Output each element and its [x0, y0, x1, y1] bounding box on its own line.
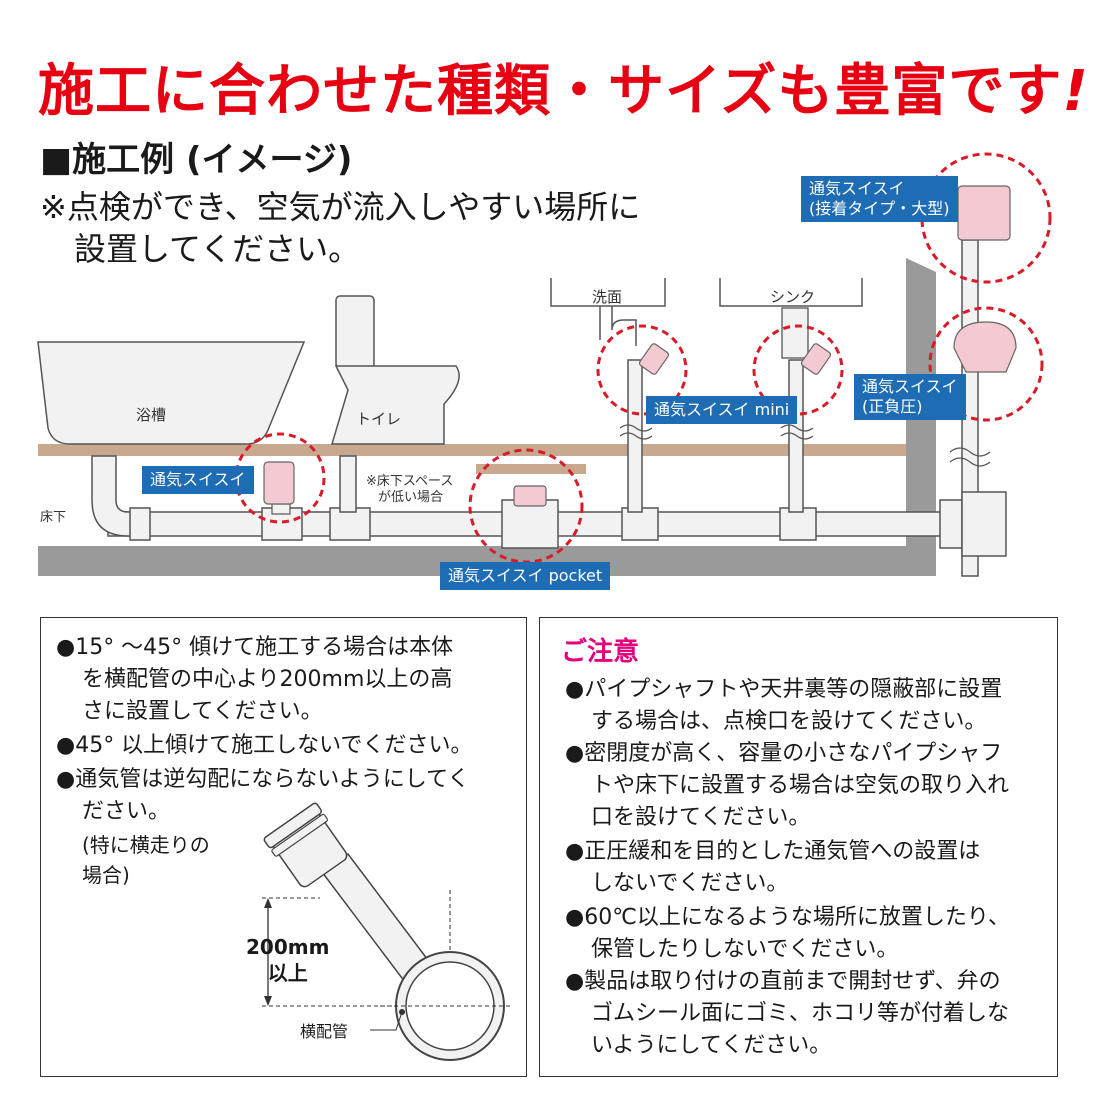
- caution-item-line: ●パイプシャフトや天井裏等の隠蔽部に設置: [565, 677, 1003, 702]
- angle-sub-note: (特に横走りの 場合): [82, 830, 210, 890]
- pipe-label-leader: [370, 1011, 403, 1031]
- dimension-arrow-top: [264, 898, 272, 908]
- label-sink: シンク: [770, 288, 816, 306]
- product-mini-sink: [800, 343, 832, 375]
- sink-cabinet: [719, 278, 863, 307]
- angle-bullet-3: ●通気管は逆勾配にならないようにしてく ださい。: [56, 764, 469, 828]
- caution-item: ●パイプシャフトや天井裏等の隠蔽部に設置 する場合は、点検口を設けてください。: [565, 674, 1002, 738]
- highlight-circle-mini-sink: [752, 324, 844, 416]
- angle-bullet-2: ●45° 以上傾けて施工しないでください。: [56, 730, 473, 762]
- angle-bullet-1-line: さに設置してください。: [82, 699, 323, 724]
- dimension-arrow-bottom: [264, 996, 272, 1006]
- pipe-joint: [129, 507, 151, 541]
- tag-mini: 通気スイスイ mini: [646, 396, 798, 424]
- caution-item: ●正圧緩和を目的とした通気管への設置は しないでください。: [565, 836, 980, 900]
- caution-item-line: 口を設けてください。: [591, 805, 811, 830]
- pipe-joint: [329, 507, 371, 541]
- horizontal-pipe-label: 横配管: [300, 1022, 349, 1041]
- caution-item: ●60℃以上になるような場所に放置したり、 保管したりしないでください。: [565, 902, 1010, 966]
- angle-sub-note-line: 場合): [82, 863, 130, 887]
- angled-pipe-illustration: [262, 802, 510, 1061]
- angle-bullet-1: ●15° ～45° 傾けて施工する場合は本体 を横配管の中心より200mm以上の…: [56, 632, 453, 728]
- tag-positive-line2: (正負圧): [862, 397, 923, 416]
- floor-slab: [38, 444, 906, 456]
- note-line-2: 設置してください。: [74, 230, 361, 268]
- angle-sub-note-line: (特に横走りの: [82, 833, 210, 857]
- caution-item: ●製品は取り付けの直前まで開封せず、弁の ゴムシール面にゴミ、ホコリ等が付着しな…: [565, 966, 1009, 1062]
- product-mini-washbasin: [638, 343, 670, 375]
- pipe-joint: [779, 507, 817, 541]
- headline-exclamation: !: [1062, 59, 1089, 124]
- pipe-break-mark: [949, 447, 991, 467]
- tag-large-line2: (接着タイプ・大型): [809, 199, 950, 218]
- pipe-label-dot: [399, 1009, 405, 1015]
- highlight-circle-large: [920, 152, 1052, 284]
- angle-bullet-1-line: を横配管の中心より200mm以上の高: [82, 667, 453, 692]
- caution-item-line: ●正圧緩和を目的とした通気管への設置は: [565, 839, 981, 864]
- bath-vent-riser: [271, 503, 291, 515]
- washbasin-trap: [599, 306, 637, 346]
- angle-bullet-1-line: ●15° ～45° 傾けて施工する場合は本体: [56, 635, 454, 660]
- highlight-circle-mini-washbasin: [596, 324, 688, 416]
- highlight-circle-positive-negative: [928, 306, 1044, 422]
- tag-large-line1: 通気スイスイ: [809, 179, 905, 198]
- pipe-break-mark: [780, 424, 814, 440]
- label-low-space-2: が低い場合: [378, 490, 444, 505]
- caution-item-line: ●製品は取り付けの直前まで開封せず、弁の: [565, 969, 1001, 994]
- caution-item-line: ゴムシール面にゴミ、ホコリ等が付着しな: [591, 1001, 1010, 1026]
- note-line-1: ※点検ができ、空気が流入しやすい場所に: [40, 188, 641, 226]
- stack-fitting: [961, 491, 1007, 557]
- label-toilet: トイレ: [356, 410, 402, 428]
- headline-text: 施工に合わせた種類・サイズも豊富です: [38, 59, 1063, 124]
- product-positive-negative: [953, 321, 1017, 373]
- label-underfloor: 床下: [40, 510, 67, 525]
- label-washbasin: 洗面: [592, 288, 623, 306]
- caution-item-line: ●密閉度が高く、容量の小さなパイプシャフ: [565, 741, 1003, 766]
- tag-large: 通気スイスイ (接着タイプ・大型): [801, 176, 958, 222]
- angled-product: [263, 802, 348, 888]
- product-pocket: [513, 485, 547, 507]
- dimension-suffix: 以上: [267, 961, 308, 985]
- product-large: [957, 185, 1011, 241]
- pipe-joint: [621, 507, 659, 541]
- product-standard: [263, 461, 295, 505]
- toilet-bowl: [330, 365, 460, 445]
- tag-positive-negative: 通気スイスイ (正負圧): [854, 374, 966, 420]
- label-low-space-1: ※床下スペース: [366, 474, 454, 489]
- caution-item-line: する場合は、点検口を設けてください。: [591, 709, 987, 734]
- sink-drain: [781, 307, 809, 359]
- caution-item: ●密閉度が高く、容量の小さなパイプシャフ トや床下に設置する場合は空気の取り入れ…: [565, 738, 1009, 834]
- caution-item-line: ●60℃以上になるような場所に放置したり、: [565, 905, 1011, 930]
- tag-standard: 通気スイスイ: [142, 466, 254, 494]
- tag-pocket: 通気スイスイ pocket: [440, 562, 611, 590]
- pipe-joint: [939, 499, 965, 549]
- tag-positive-line1: 通気スイスイ: [862, 377, 958, 396]
- label-bathtub: 浴槽: [136, 406, 167, 424]
- caution-item-line: しないでください。: [591, 871, 789, 896]
- washbasin-cabinet: [550, 278, 666, 307]
- pocket-tee: [501, 499, 559, 549]
- low-floor-slab: [476, 464, 586, 474]
- caution-box: [539, 617, 1058, 1077]
- caution-item-line: トや床下に設置する場合は空気の取り入れ: [591, 773, 1010, 798]
- angle-bullet-3-line: ●通気管は逆勾配にならないようにしてく: [56, 767, 470, 792]
- section-title: ■施工例 (イメージ): [40, 140, 353, 180]
- pipe-break-mark: [619, 424, 653, 440]
- caution-item-line: 保管したりしないでください。: [591, 937, 899, 962]
- dimension-value: 200mm: [246, 935, 330, 959]
- toilet-drain-pipe: [339, 455, 357, 513]
- caution-title: ご注意: [561, 637, 640, 667]
- angle-bullet-2-line: ●45° 以上傾けて施工しないでください。: [56, 733, 473, 758]
- toilet-tank: [335, 295, 375, 369]
- bathtub: [37, 341, 306, 445]
- angle-bullet-3-line: ださい。: [82, 799, 171, 824]
- dimension-label: 200mm 以上: [246, 934, 329, 986]
- caution-item-line: いようにしてください。: [591, 1033, 832, 1058]
- installation-diagram: [37, 152, 1052, 577]
- headline: 施工に合わせた種類・サイズも豊富です!: [38, 46, 1089, 127]
